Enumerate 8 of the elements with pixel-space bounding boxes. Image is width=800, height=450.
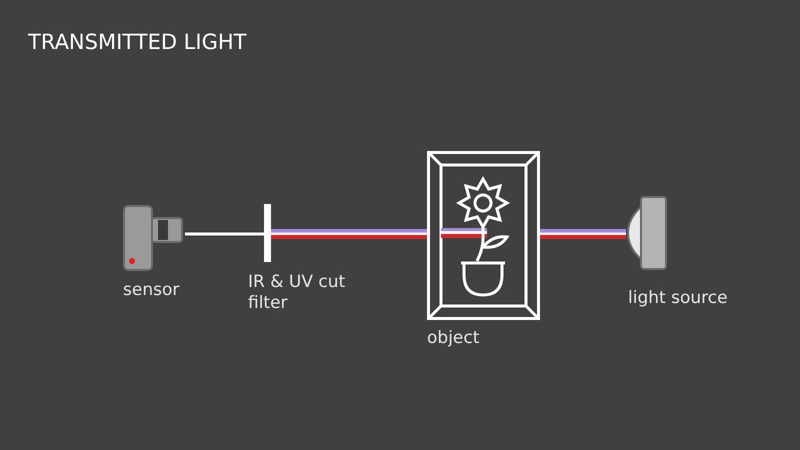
light-ray [185, 232, 264, 236]
part-label: IR & UV cut filter [248, 272, 346, 314]
title: TRANSMITTED LIGHT [28, 30, 246, 54]
part-label: sensor [123, 280, 180, 301]
part-label: light source [628, 288, 729, 309]
part-label: object [427, 328, 480, 349]
light-beam [540, 229, 626, 239]
light-beam [271, 229, 427, 239]
